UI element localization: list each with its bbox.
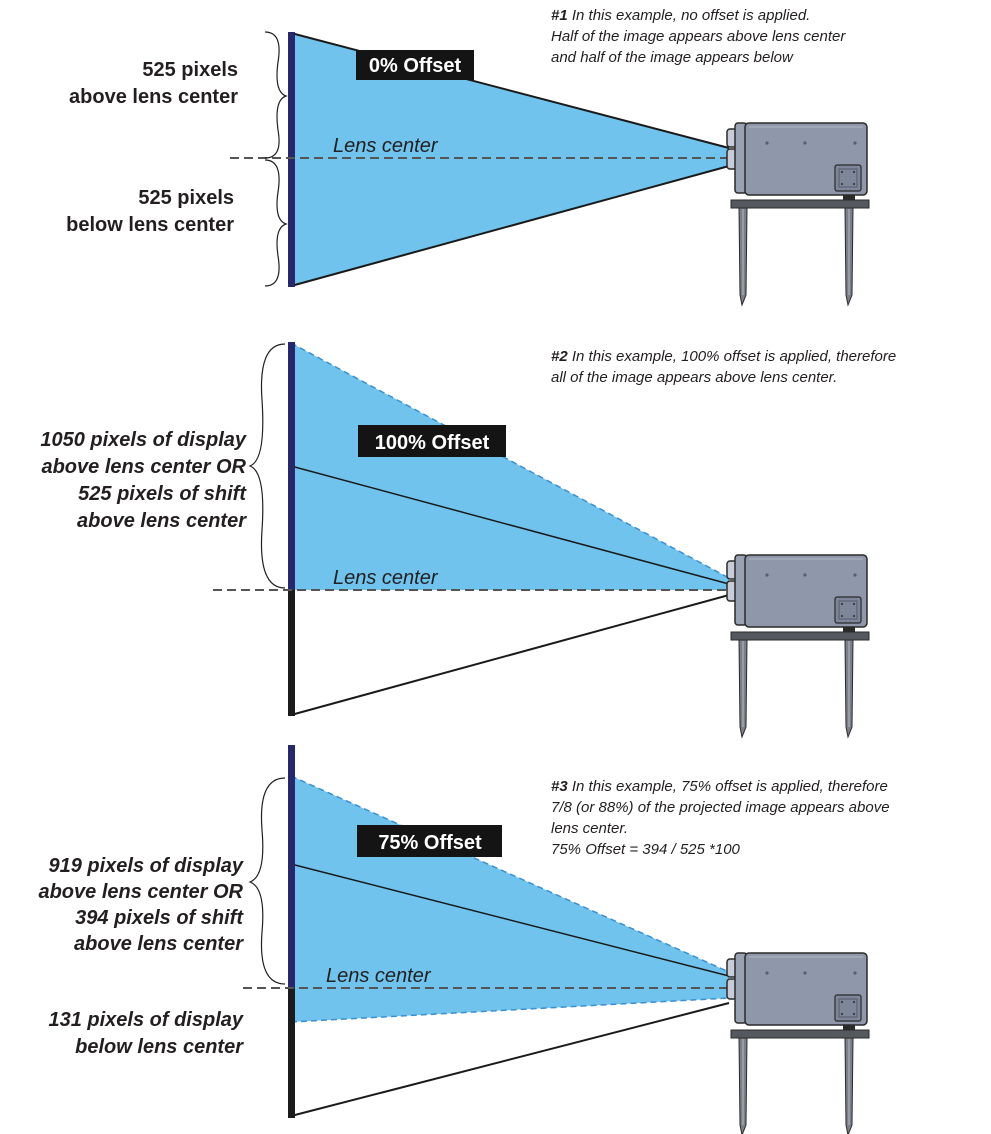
label-line4: above lens center (74, 933, 244, 955)
projector-icon (726, 122, 870, 306)
note-line3: lens center. (551, 820, 628, 837)
brace-above (264, 31, 288, 159)
lens-center-label: Lens center (326, 965, 432, 987)
note-number: #2 (551, 348, 568, 365)
beam-edge-bottom-dashed (290, 997, 730, 1023)
note-line2: 7/8 (or 88%) of the projected image appe… (551, 799, 890, 816)
panel-3: Lens center 75% Offset 919 pixels of dis… (38, 745, 890, 1134)
panel-2: Lens center 100% Offset 1050 pixels of d… (40, 342, 896, 738)
lens-center-label: Lens center (333, 135, 439, 157)
offset-badge-text: 0% Offset (369, 55, 462, 77)
projector-icon (726, 554, 870, 738)
beam-center-line (290, 863, 730, 977)
label-line3: 525 pixels of shift (78, 483, 247, 505)
label-line4: above lens center (77, 510, 247, 532)
beam-100-offset (291, 343, 729, 590)
note-number: #3 (551, 778, 568, 795)
label-below-line2: below lens center (66, 214, 234, 236)
label-above-line2: above lens center (69, 86, 238, 108)
beam-edge-bottom (290, 165, 730, 287)
label-line3: 394 pixels of shift (75, 907, 244, 929)
screen-bar-below (288, 988, 295, 1118)
note-line1: #3 In this example, 75% offset is applie… (551, 778, 888, 795)
projector-icon (726, 952, 870, 1134)
brace-above (248, 343, 286, 589)
screen-bar (288, 32, 295, 287)
offset-badge-text: 100% Offset (375, 432, 490, 454)
beam-0-offset (291, 33, 729, 286)
note-line2: all of the image appears above lens cent… (551, 369, 837, 386)
below-label-line2: below lens center (75, 1036, 244, 1058)
note-line2: Half of the image appears above lens cen… (551, 28, 846, 45)
beam-edge-top-dashed (290, 342, 730, 579)
label-below-line1: 525 pixels (138, 187, 234, 209)
screen-bar-above (288, 745, 295, 988)
note-number: #1 (551, 7, 568, 24)
brace-above (248, 777, 286, 985)
label-line1: 919 pixels of display (48, 855, 243, 877)
label-line2: above lens center OR (41, 456, 246, 478)
beam-edge-bottom (290, 594, 730, 716)
offset-badge (358, 425, 506, 457)
screen-bar-below (288, 590, 295, 716)
brace-below (264, 159, 288, 287)
label-line1: 1050 pixels of display (40, 429, 247, 451)
note-line3: and half of the image appears below (551, 49, 794, 66)
note-line1: #1 In this example, no offset is applied… (551, 7, 810, 24)
beam-edge-bottom (290, 1002, 730, 1117)
label-line2: above lens center OR (38, 881, 243, 903)
below-label-line1: 131 pixels of display (48, 1009, 243, 1031)
note-text: In this example, 75% offset is applied, … (568, 778, 888, 795)
beam-center-line (290, 465, 730, 585)
offset-badge (357, 825, 502, 857)
note-text: In this example, 100% offset is applied,… (568, 348, 897, 365)
lens-center-label: Lens center (333, 567, 439, 589)
offset-badge-text: 75% Offset (378, 832, 482, 854)
note-line4: 75% Offset = 394 / 525 *100 (551, 841, 741, 858)
screen-bar-above (288, 342, 295, 590)
note-line1: #2 In this example, 100% offset is appli… (551, 348, 896, 365)
panel-1: Lens center 0% Offset 525 pixels above l… (66, 7, 870, 306)
note-text: In this example, no offset is applied. (568, 7, 811, 24)
label-above-line1: 525 pixels (142, 59, 238, 81)
offset-badge (356, 50, 474, 80)
